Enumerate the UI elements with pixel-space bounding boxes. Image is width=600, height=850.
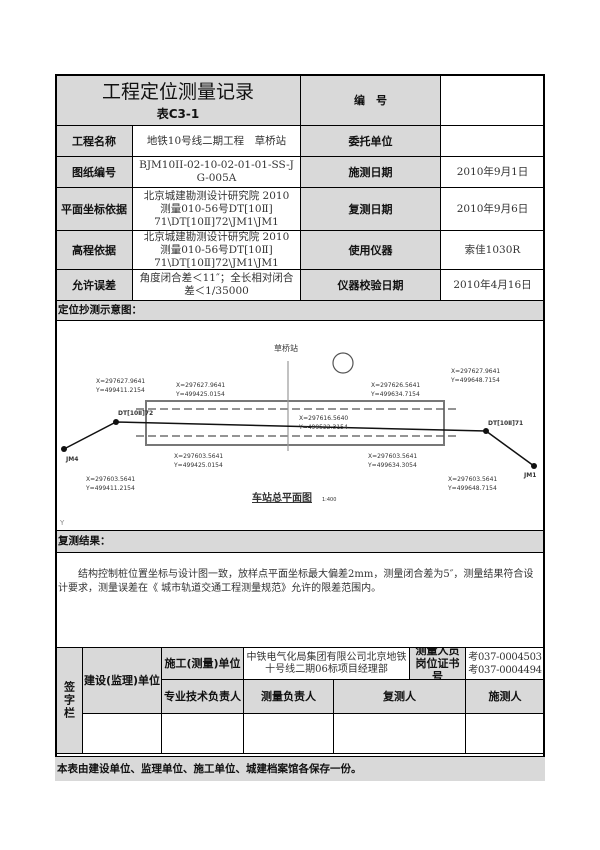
point-label: DT[10Ⅱ]72	[118, 410, 153, 417]
row-label: 平面坐标依据	[55, 187, 133, 231]
row-value: BJM10II-02-10-02-01-01-SS-JG-005A	[132, 156, 301, 188]
row-value: 2010年9月6日	[440, 187, 545, 231]
coord-label: Y=499411.2154	[95, 387, 145, 394]
coord-label: X=297627.9641	[176, 382, 225, 389]
coord-label: Y=499425.0154	[175, 391, 225, 398]
sign-label: 签字栏	[55, 647, 83, 754]
coord-label: Y=499411.2154	[85, 485, 135, 492]
row-value: 北京城建勘测设计研究院 2010测量010-56号DT[10Ⅱ] 71\DT[1…	[132, 187, 301, 231]
footer-note: 本表由建设单位、监理单位、施工单位、城建档案馆各保存一份。	[55, 757, 545, 781]
survey-lead-signature[interactable]	[243, 713, 334, 754]
tech-lead-signature[interactable]	[161, 713, 244, 754]
coord-label: X=297603.5641	[448, 476, 497, 483]
coord-label: X=297626.5641	[371, 382, 420, 389]
coord-label: X=297603.5641	[86, 476, 135, 483]
axis-label: Y	[59, 519, 65, 527]
row-value: 北京城建勘测设计研究院 2010测量010-56号DT[10Ⅱ] 71\DT[1…	[132, 230, 301, 270]
coord-label: Y=499522.3154	[298, 424, 348, 431]
coord-label: X=297603.5641	[174, 453, 223, 460]
coord-label: X=297627.9641	[96, 378, 145, 385]
station-outline	[145, 400, 445, 446]
surveyor-signature[interactable]	[465, 713, 545, 754]
row-value	[440, 125, 545, 157]
control-point	[113, 419, 119, 425]
builder-label: 施工(测量)单位	[161, 647, 244, 680]
builder-value: 中铁电气化局集团有限公司北京地铁十号线二期06标项目经理部	[243, 647, 410, 680]
diagram-area: 草桥站 DT[10Ⅱ]72 DT[10Ⅱ]71 JM4 JM1 X=297627…	[55, 320, 545, 531]
rechecker-signature[interactable]	[333, 713, 466, 754]
form-number: 表C3-1	[156, 106, 200, 121]
station-name: 草桥站	[274, 343, 298, 353]
row-label: 施测日期	[300, 156, 441, 188]
owner-label: 建设(监理)单位	[82, 647, 162, 714]
row-label: 图纸编号	[55, 156, 133, 188]
drawing-title: 车站总平面图	[252, 491, 312, 504]
number-value[interactable]	[440, 74, 545, 126]
row-value: 2010年9月1日	[440, 156, 545, 188]
diagram-header: 定位抄测示意图：	[55, 300, 545, 321]
cert-value: 考037-0004503 考037-0004494	[465, 647, 545, 680]
coord-label: X=297616.5640	[299, 415, 348, 422]
rechecker-label: 复测人	[333, 679, 466, 714]
surveyor-label: 施测人	[465, 679, 545, 714]
row-value: 角度闭合差＜11″；全长相对闭合差＜1/35000	[132, 269, 301, 301]
control-point	[531, 463, 537, 469]
point-label: JM1	[523, 472, 536, 479]
row-label: 仪器校验日期	[300, 269, 441, 301]
results-body: 结构控制桩位置坐标与设计图一致，放样点平面坐标最大偏差2mm，测量闭合差为5″，…	[55, 552, 545, 648]
results-header: 复测结果：	[55, 530, 545, 553]
coord-label: Y=499634.3054	[367, 462, 417, 469]
page-title: 工程定位测量记录	[101, 80, 254, 103]
station-plan-drawing: 草桥站 DT[10Ⅱ]72 DT[10Ⅱ]71 JM4 JM1 X=297627…	[59, 343, 537, 527]
row-value: 索佳1030R	[440, 230, 545, 270]
point-label: JM4	[65, 456, 78, 463]
owner-signature[interactable]	[82, 713, 162, 754]
survey-lead-label: 测量负责人	[243, 679, 334, 714]
coord-label: Y=499634.7154	[370, 391, 420, 398]
control-point	[483, 428, 489, 434]
control-line	[63, 421, 535, 467]
coord-label: Y=499648.7154	[447, 485, 497, 492]
coord-label: X=297603.5641	[368, 453, 417, 460]
coord-label: X=297627.9641	[451, 368, 500, 375]
drawing-scale: 1:400	[322, 497, 336, 503]
row-value: 地铁10号线二期工程 草桥站	[132, 125, 301, 157]
row-label: 委托单位	[300, 125, 441, 157]
row-value: 2010年4月16日	[440, 269, 545, 301]
title-cell: 工程定位测量记录 表C3-1	[55, 74, 301, 126]
results-text: 结构控制桩位置坐标与设计图一致，放样点平面坐标最大偏差2mm，测量闭合差为5″，…	[58, 569, 534, 594]
row-label: 复测日期	[300, 187, 441, 231]
row-label: 高程依据	[55, 230, 133, 270]
cert-label: 测量人员岗位证书号	[409, 647, 466, 680]
control-point	[61, 446, 67, 452]
number-label: 编 号	[300, 74, 441, 126]
coord-label: Y=499425.0154	[173, 462, 223, 469]
point-label: DT[10Ⅱ]71	[488, 420, 523, 427]
coord-label: Y=499648.7154	[450, 377, 500, 384]
row-label: 工程名称	[55, 125, 133, 157]
tech-lead-label: 专业技术负责人	[161, 679, 244, 714]
row-label: 使用仪器	[300, 230, 441, 270]
row-label: 允许误差	[55, 269, 133, 301]
